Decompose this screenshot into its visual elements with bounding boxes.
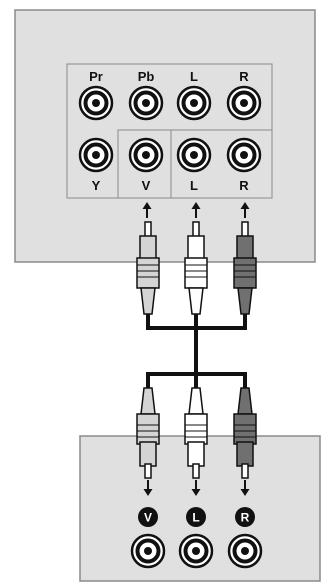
rca-jack-icon[interactable]: [78, 137, 114, 173]
rca-jack-icon[interactable]: [176, 85, 212, 121]
label-pb: Pb: [138, 69, 155, 84]
rca-plug-icon: [233, 387, 257, 479]
rca-jack-icon[interactable]: [128, 85, 164, 121]
rca-plug-icon: [233, 221, 257, 315]
label-y: Y: [92, 178, 101, 193]
badge-label-v: V: [144, 511, 152, 525]
rca-jack-icon[interactable]: [226, 85, 262, 121]
badge-label-l: L: [192, 511, 199, 525]
badge-v: [138, 507, 158, 527]
badge-l: [186, 507, 206, 527]
rca-jack-icon[interactable]: [226, 137, 262, 173]
badge-r: [235, 507, 255, 527]
rca-jack-icon[interactable]: [78, 85, 114, 121]
rca-plug-icon: [184, 387, 208, 479]
rca-jack-icon[interactable]: [176, 137, 212, 173]
label-r-bottom: R: [239, 178, 249, 193]
av-input-group: [117, 129, 273, 199]
rca-plug-icon: [136, 387, 160, 479]
rca-plug-icon: [136, 221, 160, 315]
badge-label-r: R: [241, 511, 250, 525]
rca-jack-icon[interactable]: [227, 533, 263, 569]
label-pr: Pr: [89, 69, 103, 84]
label-v: V: [142, 178, 151, 193]
rca-jack-icon[interactable]: [130, 533, 166, 569]
label-l-top: L: [190, 69, 198, 84]
rca-plug-icon: [184, 221, 208, 315]
cable-harness: [146, 314, 247, 388]
top-panel: [14, 9, 316, 263]
rca-jack-icon[interactable]: [128, 137, 164, 173]
label-r-top: R: [239, 69, 249, 84]
rca-jack-icon[interactable]: [178, 533, 214, 569]
label-l-bottom: L: [190, 178, 198, 193]
